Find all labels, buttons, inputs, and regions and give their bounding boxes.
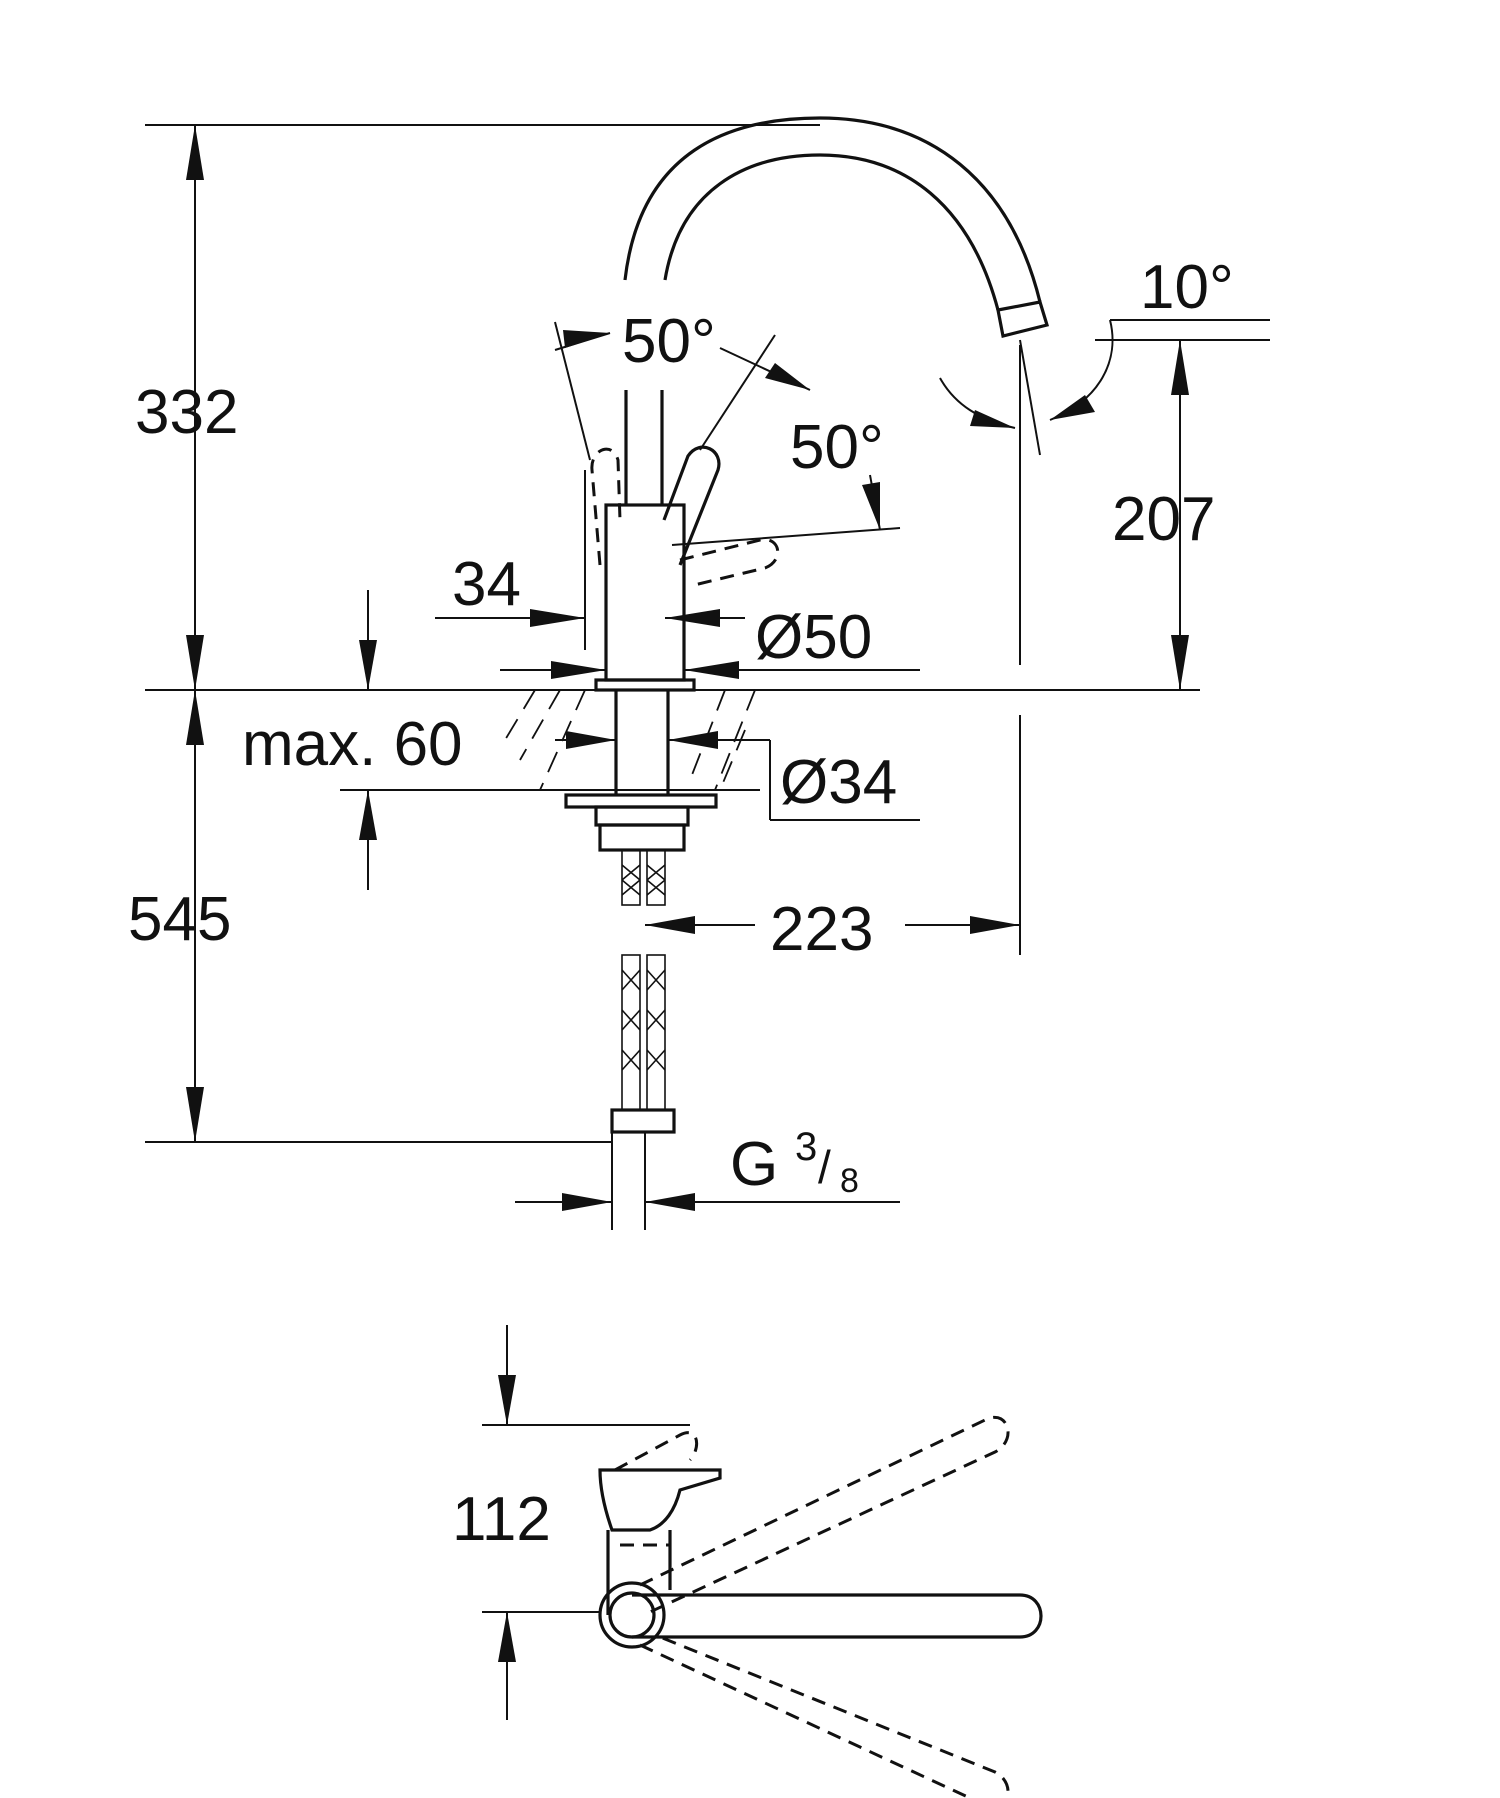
top-spout-dashed-up (639, 1416, 1010, 1614)
label-hose-length: 545 (128, 885, 231, 954)
label-spout-reach: 223 (770, 895, 873, 964)
label-shank-diameter: Ø34 (780, 748, 897, 817)
label-lever-swing-angle: 50° (790, 413, 884, 482)
label-base-diameter: Ø50 (755, 603, 872, 672)
supply-hoses (610, 849, 676, 1134)
top-body-inner (608, 1591, 656, 1639)
spout-aerator (996, 300, 1050, 338)
dimension-lines (145, 124, 1270, 1211)
label-lever-tilt-angle: 50° (622, 307, 716, 376)
top-spout-arm (632, 1593, 1043, 1639)
base-flange (594, 678, 696, 692)
faucet-front-view (145, 116, 1200, 1230)
top-lever (598, 1468, 722, 1532)
spout-inner (663, 153, 1000, 311)
top-spout-dashed-down (639, 1633, 1010, 1798)
label-hole-diameter: 34 (452, 550, 521, 619)
thread-letter: G (730, 1130, 778, 1199)
label-max-thickness: max. 60 (242, 710, 463, 779)
label-lever-clearance: 112 (452, 1485, 551, 1554)
top-body-outer (598, 1581, 666, 1649)
spout-outer (623, 116, 1042, 303)
mounting-nut (594, 805, 690, 827)
thread-denominator: 8 (840, 1162, 859, 1200)
label-spout-height: 207 (1112, 485, 1215, 554)
thread-slash: / (818, 1141, 831, 1193)
lever-dashed-back (590, 447, 622, 566)
hose-fitting (610, 1108, 676, 1134)
top-lever-dashed (614, 1431, 699, 1472)
mounting-plate (564, 793, 718, 809)
label-spout-angle: 10° (1140, 253, 1234, 322)
lever-solid (662, 445, 721, 566)
body-base (604, 503, 686, 682)
label-total-height: 332 (135, 378, 238, 447)
nut-body (598, 823, 686, 852)
faucet-top-view (482, 1325, 1043, 1798)
thread-numerator: 3 (795, 1125, 817, 1169)
label-thread-size: G 3 / 8 (730, 1125, 859, 1200)
lever-dashed-forward (679, 538, 780, 588)
